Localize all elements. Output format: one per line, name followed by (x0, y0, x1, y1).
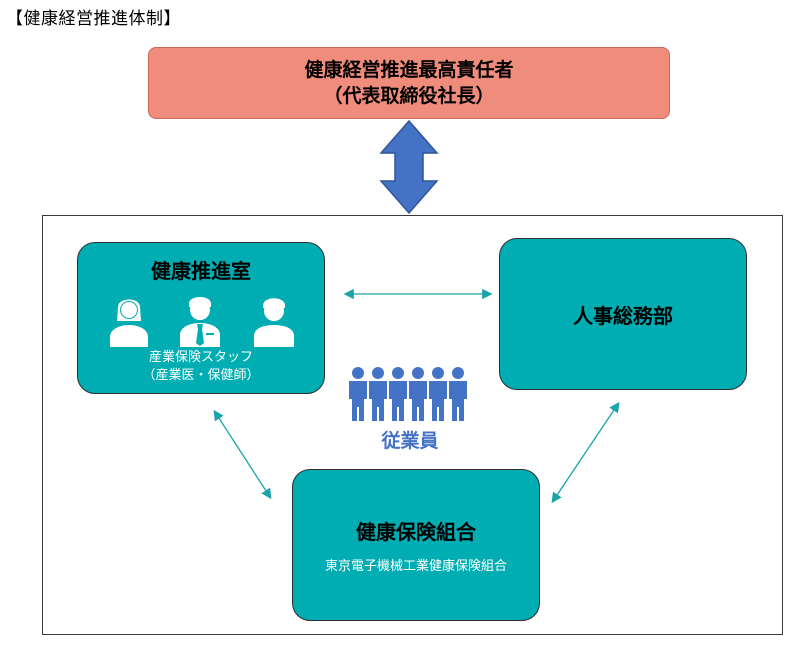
diagram-heading: 【健康経営推進体制】 (6, 9, 181, 29)
union-title: 健康保険組合 (356, 520, 476, 544)
staff-icons (110, 297, 294, 347)
male-staff-icon (254, 298, 294, 347)
organization-frame (42, 215, 783, 635)
chief-officer-title: 健康経営推進最高責任者 (304, 59, 514, 81)
employees-label: 従業員 (381, 430, 439, 452)
female-staff-icon (110, 299, 148, 347)
health-promotion-title: 健康推進室 (151, 259, 251, 283)
male-doctor-icon (180, 297, 220, 347)
chief-officer-box: 健康経営推進最高責任者 （代表取締役社長） (148, 47, 670, 119)
health-promotion-office-box: 健康推進室 産業保険スタッフ （産業医・保健師） (77, 242, 325, 394)
double-arrow-icon (379, 119, 439, 215)
staff-label-line2: （産業医・保健師） (142, 368, 260, 383)
union-subtitle: 東京電子機械工業健康保険組合 (324, 559, 507, 574)
hr-title: 人事総務部 (573, 303, 673, 328)
health-promotion-staff-label: 産業保険スタッフ （産業医・保健師） (78, 349, 324, 385)
employees-group-icon (349, 367, 467, 421)
staff-label-line1: 産業保険スタッフ (148, 350, 253, 365)
chief-officer-role: （代表取締役社長） (323, 85, 495, 107)
health-insurance-union-box: 健康保険組合 東京電子機械工業健康保険組合 (292, 469, 540, 621)
hr-general-affairs-box: 人事総務部 (499, 238, 747, 390)
